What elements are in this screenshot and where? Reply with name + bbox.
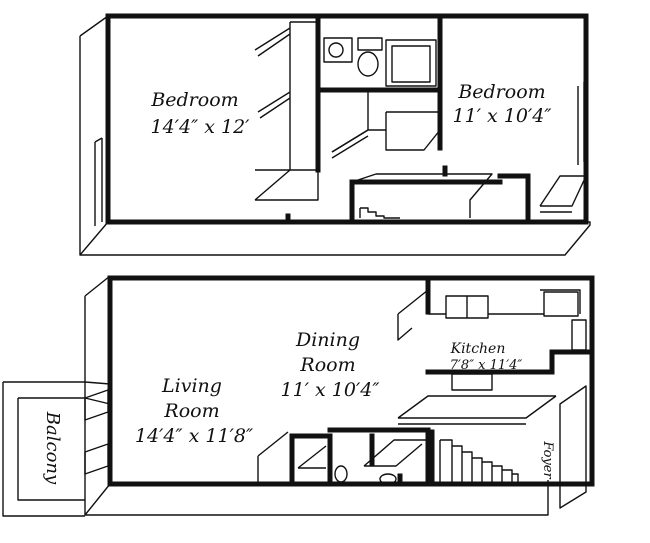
lower-floor (2, 275, 595, 517)
living-name-line1: Living (161, 375, 222, 397)
bedroom-left-size: 14′4″ x 12′ (151, 116, 251, 138)
closet-right (539, 175, 587, 213)
toilet-bowl (357, 51, 379, 77)
kitchen-sink (451, 373, 493, 391)
foyer-name: Foyer (540, 440, 555, 479)
window-left (94, 137, 103, 226)
toilet-tank (357, 37, 383, 51)
vanity-front (331, 129, 369, 159)
vanity (331, 92, 441, 153)
powder-sink (379, 473, 397, 485)
bathtub (385, 39, 437, 87)
kitchen-upper-cabinets (397, 289, 581, 341)
lower-stair-treads (439, 439, 519, 484)
bedroom-right-name: Bedroom (457, 81, 545, 103)
bathroom (319, 15, 443, 159)
closet-shelf-2 (257, 91, 291, 119)
upper-floor (79, 13, 591, 256)
foyer-door (559, 385, 587, 509)
stair-landing (351, 173, 493, 218)
sink (323, 37, 353, 63)
powder-toilet (334, 465, 348, 483)
closet-shelf-1 (254, 27, 291, 57)
living-name-line2: Room (163, 400, 219, 422)
lower-exterior-wall (107, 275, 595, 487)
powder-room-wall (289, 427, 431, 487)
balcony-outline (2, 381, 85, 517)
closet-powder (363, 439, 428, 467)
refrigerator (543, 291, 579, 317)
kitchen-size: 7′8″ x 11′4″ (450, 358, 523, 373)
upper-stair-treads (359, 207, 400, 219)
sink-basin (328, 42, 344, 58)
stair-hall-wall (349, 173, 531, 225)
closet-left (257, 431, 327, 484)
dining-size: 11′ x 10′4″ (281, 379, 380, 401)
living-size: 14′4″ x 11′8″ (135, 425, 253, 447)
dining-name-line1: Dining (295, 329, 360, 351)
kitchen-island (397, 395, 557, 425)
bathroom-wall (319, 15, 443, 151)
bedroom-right-size: 11′ x 10′4″ (453, 105, 552, 127)
pantry (571, 319, 587, 351)
balcony-name: Balcony (42, 411, 63, 485)
bedroom-left-closet (254, 21, 319, 201)
dining-name-line2: Room (299, 354, 355, 376)
bedroom-right-area (285, 165, 587, 225)
balcony-rail (84, 381, 111, 405)
bedroom-left-name: Bedroom (150, 89, 238, 111)
window-right (577, 82, 585, 165)
upper-exterior-wall (105, 13, 589, 225)
kitchen-counter-wall (425, 349, 595, 375)
balcony-door (84, 389, 109, 475)
kitchen-name: Kitchen (450, 341, 506, 357)
bathtub-inner (391, 45, 431, 83)
